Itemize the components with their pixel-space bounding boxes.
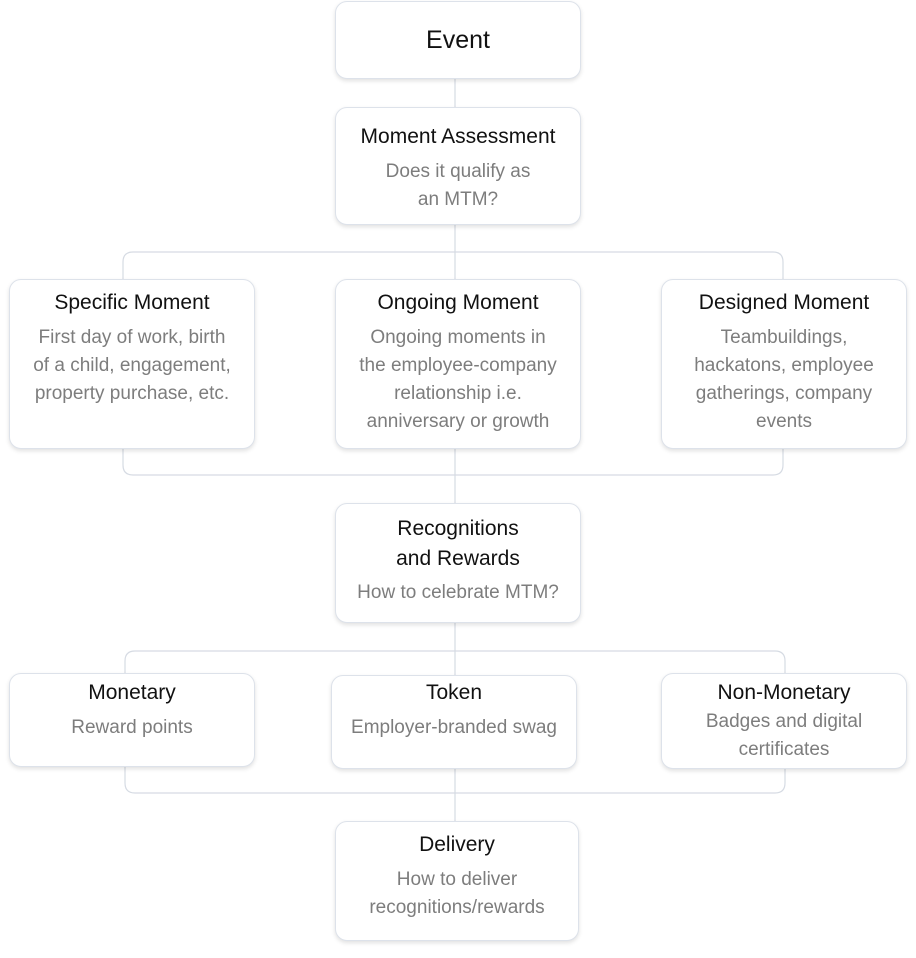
non-monetary-desc: Badges and digital certificates [705,711,863,760]
ongoing-moment-box: Ongoing Moment Ongoing moments in the em… [335,279,581,449]
delivery-title: Delivery [419,833,495,856]
event-title: Event [426,26,490,54]
designed-moment-box: Designed Moment Teambuildings, hackatons… [661,279,907,449]
moment-assessment-box: Moment Assessment Does it qualify as an … [335,107,581,225]
specific-moment-title: Specific Moment [54,291,210,314]
ongoing-moment-desc: Ongoing moments in the employee-company … [359,327,557,432]
monetary-desc: Reward points [71,717,193,738]
monetary-title: Monetary [88,681,176,704]
specific-moment-desc: First day of work, birth of a child, eng… [33,327,231,404]
delivery-box: Delivery How to deliver recognitions/rew… [335,821,579,941]
recognitions-rewards-title: Recognitions and Rewards [396,517,520,570]
specific-moment-box: Specific Moment First day of work, birth… [9,279,255,449]
delivery-desc: How to deliver recognitions/rewards [369,869,545,918]
designed-moment-title: Designed Moment [698,291,870,314]
token-desc: Employer-branded swag [351,717,557,738]
recognitions-rewards-desc: How to celebrate MTM? [357,582,559,603]
designed-moment-desc: Teambuildings, hackatons, employee gathe… [694,327,874,432]
ongoing-moment-title: Ongoing Moment [377,291,539,314]
non-monetary-box: Non-Monetary Badges and digital certific… [661,673,907,769]
moment-assessment-title: Moment Assessment [360,125,556,148]
monetary-box: Monetary Reward points [9,673,255,767]
token-title: Token [425,681,483,704]
recognitions-rewards-box: Recognitions and Rewards How to celebrat… [335,503,581,623]
non-monetary-title: Non-Monetary [717,681,851,704]
event-box: Event [335,1,581,79]
token-box: Token Employer-branded swag [331,675,577,769]
moment-assessment-desc: Does it qualify as an MTM? [385,161,531,210]
